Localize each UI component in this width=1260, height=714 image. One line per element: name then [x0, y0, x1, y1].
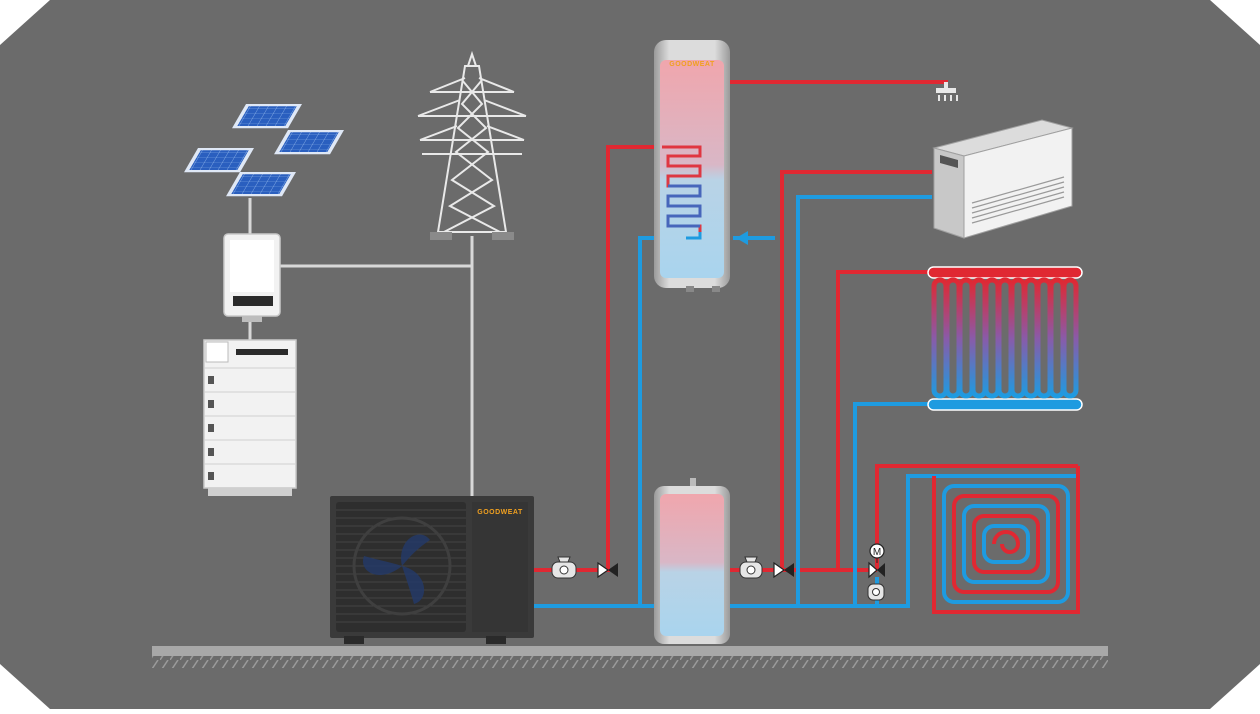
mixing-valve-label: M — [873, 547, 881, 558]
valve-icon — [597, 561, 618, 579]
floor-pump-icon — [867, 583, 885, 601]
shower-head-icon — [936, 82, 958, 101]
floor-heating-icon — [932, 466, 1080, 614]
hot-pipes — [534, 80, 1078, 572]
solar-panel-icon — [184, 104, 344, 197]
power-pylon-icon — [417, 50, 527, 240]
hot-water-tank-icon: GOODWEAT — [654, 40, 730, 292]
tank-logo: GOODWEAT — [669, 61, 715, 68]
fan-coil-icon — [932, 119, 1074, 239]
radiator-icon — [927, 266, 1083, 411]
heatpump-logo: GOODWEAT — [477, 509, 523, 516]
ground — [152, 646, 1108, 668]
circulation-pump-icon-2 — [739, 556, 763, 579]
valve-icon-2 — [773, 561, 794, 579]
circulation-pump-icon — [551, 556, 577, 579]
mixing-valve-icon: M — [868, 543, 885, 579]
battery-stack-icon — [203, 339, 297, 496]
heat-pump-icon: GOODWEAT — [330, 496, 534, 644]
inverter-icon — [223, 233, 281, 322]
flow-arrow-icon — [736, 231, 748, 245]
buffer-tank-icon — [654, 478, 730, 644]
cold-pipes — [534, 195, 1078, 608]
